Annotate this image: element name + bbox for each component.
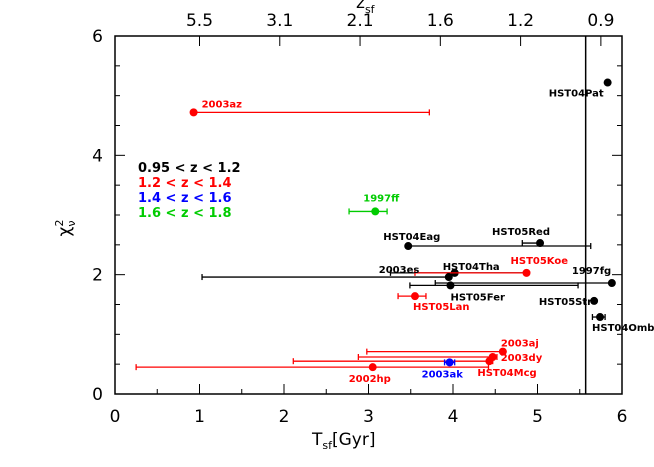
top-tick-label: 0.9 — [587, 11, 614, 31]
data-point — [590, 296, 599, 305]
data-point — [404, 242, 413, 251]
data-point — [603, 78, 612, 87]
point-label: HST04Omb — [592, 323, 654, 334]
top-axis-title: zsf — [356, 0, 376, 16]
x-tick-label: 5 — [532, 407, 543, 427]
point-label: 2002hp — [349, 374, 391, 385]
x-axis-title: Tsf[Gyr] — [311, 430, 376, 452]
top-tick-label: 1.2 — [507, 11, 534, 31]
data-point — [445, 358, 454, 367]
x-tick-label: 1 — [194, 407, 205, 427]
data-point — [368, 363, 377, 372]
x-tick-label: 3 — [363, 407, 374, 427]
data-point — [485, 357, 494, 366]
point-label: 2003es — [379, 265, 420, 276]
point-label: HST04Tha — [443, 262, 500, 273]
legend-entry: 0.95 < z < 1.2 — [138, 161, 241, 176]
legend-entry: 1.4 < z < 1.6 — [138, 191, 232, 206]
legend: 0.95 < z < 1.21.2 < z < 1.41.4 < z < 1.6… — [138, 161, 241, 221]
top-tick-label: 2.1 — [347, 11, 374, 31]
data-point — [371, 207, 380, 216]
x-tick-label: 2 — [279, 407, 290, 427]
axis-ticks — [114, 35, 623, 395]
data-point — [444, 273, 453, 282]
data-point — [410, 292, 419, 301]
y-tick-label: 6 — [92, 27, 103, 47]
point-label: HST05Fer — [450, 292, 505, 303]
top-tick-label: 5.5 — [186, 11, 213, 31]
y-tick-label: 2 — [92, 266, 103, 286]
point-label: HST05Str — [539, 297, 592, 308]
data-point — [596, 313, 605, 322]
legend-entry: 1.2 < z < 1.4 — [138, 176, 232, 191]
point-label: 2003dy — [501, 353, 543, 364]
point-label: 2003aj — [501, 339, 539, 350]
y-tick-label: 4 — [92, 146, 103, 166]
data-point — [498, 347, 507, 356]
data-point — [189, 108, 198, 117]
point-label: 2003az — [202, 99, 243, 110]
y-tick-label: 0 — [92, 385, 103, 405]
point-label: HST05Lan — [413, 302, 470, 313]
point-label: 2003ak — [422, 369, 464, 380]
point-label: 1997ff — [363, 193, 400, 204]
point-label: HST05Koe — [511, 256, 569, 267]
x-tick-label: 0 — [110, 407, 121, 427]
x-tick-label: 4 — [448, 407, 459, 427]
point-label: 1997fg — [572, 266, 611, 277]
data-point — [446, 281, 455, 290]
legend-entry: 1.6 < z < 1.8 — [138, 206, 232, 221]
axis-tick-labels: 0 1 2 3 4 5 6 0 2 4 6 5.5 3.1 2.1 1.6 1.2 0.9 — [92, 11, 627, 427]
point-label: HST04Mcg — [477, 368, 536, 379]
x-tick-label: 6 — [617, 407, 628, 427]
data-point — [607, 279, 616, 288]
top-tick-label: 1.6 — [427, 11, 454, 31]
data-point — [522, 268, 531, 277]
data-point — [536, 239, 545, 248]
point-label: HST05Red — [492, 227, 550, 238]
y-axis-title: χν2 — [53, 220, 78, 237]
point-label: HST04Eag — [383, 232, 440, 243]
top-tick-label: 3.1 — [266, 11, 293, 31]
point-label: HST04Pat — [549, 89, 604, 100]
